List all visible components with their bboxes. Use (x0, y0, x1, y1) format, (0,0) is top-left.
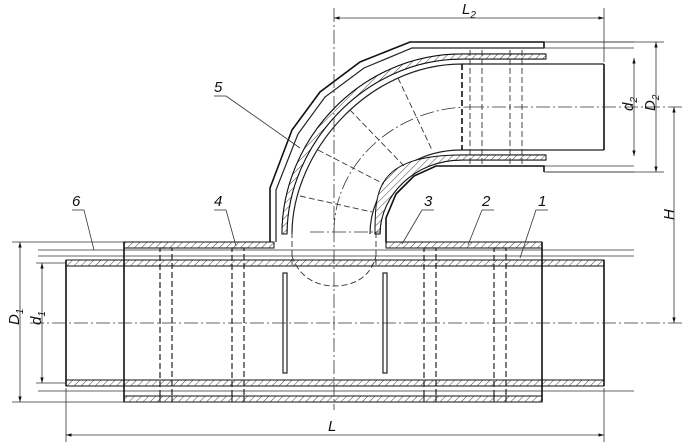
dimension-L: L (65, 388, 605, 442)
dimension-D2-label: D2 (642, 94, 662, 111)
dimension-H: H (661, 107, 678, 323)
elbow-branch (269, 41, 634, 287)
dimension-L-label: L (328, 418, 336, 435)
callout-3: 3 (424, 193, 433, 210)
dimension-L2-label: L2 (462, 1, 476, 21)
callout-5: 5 (214, 79, 223, 96)
callout-6: 6 (72, 193, 81, 210)
dimension-d1: d1 (28, 262, 66, 384)
dimension-H-label: H (661, 209, 678, 220)
center-lines (30, 8, 684, 410)
dimension-D1-label: D1 (6, 309, 26, 325)
dimension-d2: d2 (620, 58, 640, 156)
dimension-D2: D2 (546, 41, 664, 173)
dimension-d2-label: d2 (620, 97, 640, 111)
main-pipe (38, 241, 634, 403)
callout-1: 1 (538, 193, 546, 210)
dimension-L2: L2 (334, 1, 605, 62)
callout-2: 2 (481, 193, 491, 210)
callouts: 1 2 3 4 5 6 (72, 79, 548, 259)
callout-4: 4 (214, 193, 222, 210)
spacer-rings-main (159, 247, 507, 403)
dimension-d1-label: d1 (28, 311, 48, 325)
dimension-D1: D1 (6, 241, 124, 403)
